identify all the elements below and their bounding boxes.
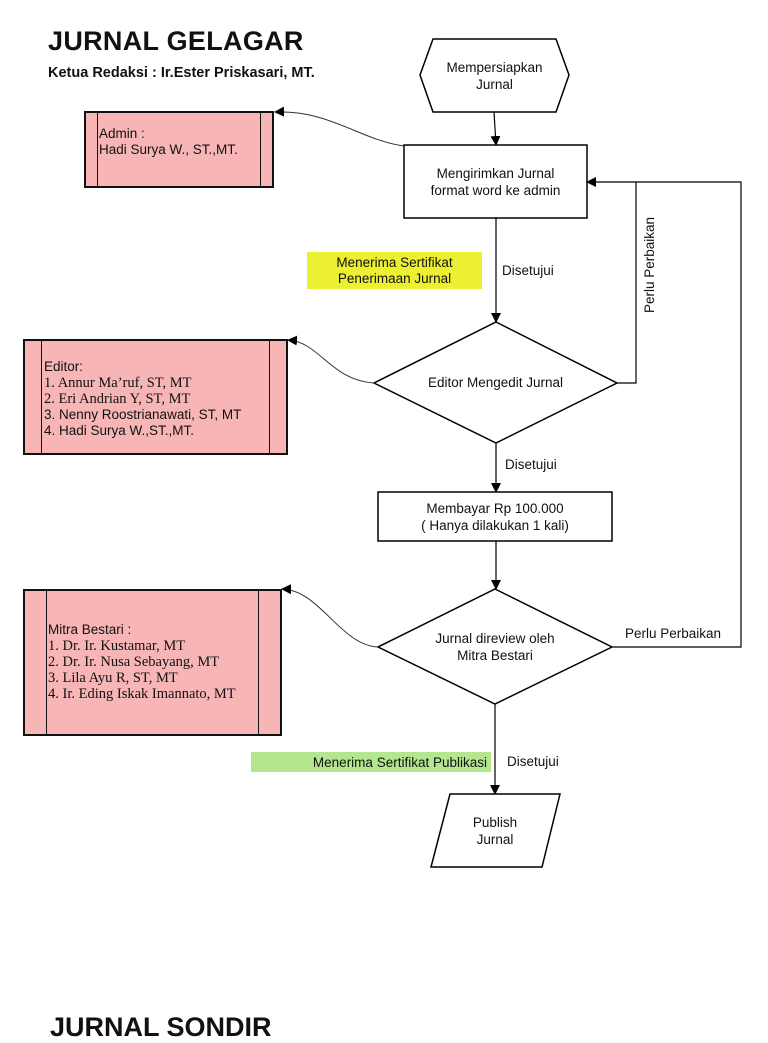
editor-role-box: Editor: 1. Annur Ma’ruf, ST, MT 2. Eri A…: [23, 339, 288, 455]
editor-box-right-bar: [269, 341, 270, 453]
send-node-line1: Mengirimkan Jurnal: [436, 165, 555, 181]
editor-role-content: Editor: 1. Annur Ma’ruf, ST, MT 2. Eri A…: [44, 359, 241, 439]
edit-node-line1: Editor Mengedit Jurnal: [427, 375, 564, 390]
admin-role-box: Admin : Hadi Surya W., ST.,MT.: [84, 111, 274, 188]
edge-label-approved-2: Disetujui: [505, 457, 557, 472]
admin-box-left-bar: [97, 113, 98, 186]
next-section-title: JURNAL SONDIR: [50, 1012, 272, 1042]
page-subtitle: Ketua Redaksi : Ir.Ester Priskasari, MT.: [48, 65, 315, 81]
edge-edit-to-editor: [287, 335, 375, 384]
edge-label-revise-1: Perlu Perbaikan: [642, 216, 657, 313]
edge-review-to-mitra: [281, 584, 379, 648]
editor-box-left-bar: [41, 341, 42, 453]
send-node-line2: format word ke admin: [430, 182, 561, 198]
start-node-line2: Jurnal: [476, 76, 513, 92]
edit-node[interactable]: Editor Mengedit Jurnal: [374, 322, 617, 443]
edge-review-revise-loop: [612, 181, 742, 648]
admin-box-right-bar: [260, 113, 261, 186]
edge-send-to-admin: [274, 106, 405, 147]
page-title: JURNAL GELAGAR: [48, 26, 304, 56]
edge-start-to-send: [490, 111, 501, 146]
publish-node-line1: Publish: [472, 814, 518, 830]
admin-heading: Admin :: [99, 126, 145, 141]
review-node-line1: Jurnal direview oleh: [435, 630, 555, 646]
admin-role-content: Admin : Hadi Surya W., ST.,MT.: [99, 126, 238, 158]
mitra-member: 1. Dr. Ir. Kustamar, MT: [48, 638, 186, 654]
editor-heading: Editor:: [44, 359, 84, 374]
editor-member: 1. Annur Ma’ruf, ST, MT: [44, 375, 192, 391]
publication-certificate-note: Menerima Sertifikat Publikasi: [251, 752, 491, 772]
mitra-heading: Mitra Bestari :: [48, 622, 132, 637]
admin-member: Hadi Surya W., ST.,MT.: [99, 142, 238, 157]
start-node-shape: [419, 38, 570, 113]
mitra-box-left-bar: [46, 591, 47, 734]
publication-certificate-text: Menerima Sertifikat Publikasi: [312, 754, 487, 770]
publish-node-shape: [430, 793, 561, 868]
review-node-line2: Mitra Bestari: [457, 647, 533, 663]
acceptance-certificate-line2: Penerimaan Jurnal: [337, 270, 452, 286]
mitra-member: 4. Ir. Eding Iskak Imannato, MT: [48, 686, 236, 702]
mitra-bestari-role-box: Mitra Bestari : 1. Dr. Ir. Kustamar, MT …: [23, 589, 282, 736]
edge-label-revise-2: Perlu Perbaikan: [625, 626, 722, 641]
edge-label-approved-3: Disetujui: [507, 754, 559, 769]
edge-label-approved-1: Disetujui: [502, 263, 554, 278]
start-node-line1: Mempersiapkan: [446, 59, 543, 75]
pay-node-shape: [377, 491, 613, 542]
pay-node-line2: ( Hanya dilakukan 1 kali): [421, 517, 569, 533]
editor-member: 4. Hadi Surya W.,ST.,MT.: [44, 423, 195, 438]
acceptance-certificate-line1: Menerima Sertifikat: [336, 254, 453, 270]
edge-edit-revise-loop: [586, 177, 637, 384]
mitra-member: 3. Lila Ayu R, ST, MT: [48, 670, 178, 686]
mitra-role-content: Mitra Bestari : 1. Dr. Ir. Kustamar, MT …: [48, 622, 236, 702]
editor-member: 3. Nenny Roostrianawati, ST, MT: [44, 407, 242, 422]
editor-member: 2. Eri Andrian Y, ST, MT: [44, 391, 191, 407]
pay-node[interactable]: Membayar Rp 100.000( Hanya dilakukan 1 k…: [378, 492, 612, 541]
mitra-box-right-bar: [258, 591, 259, 734]
publish-node-line2: Jurnal: [476, 831, 514, 847]
pay-node-line1: Membayar Rp 100.000: [426, 500, 564, 516]
mitra-member: 2. Dr. Ir. Nusa Sebayang, MT: [48, 654, 220, 670]
